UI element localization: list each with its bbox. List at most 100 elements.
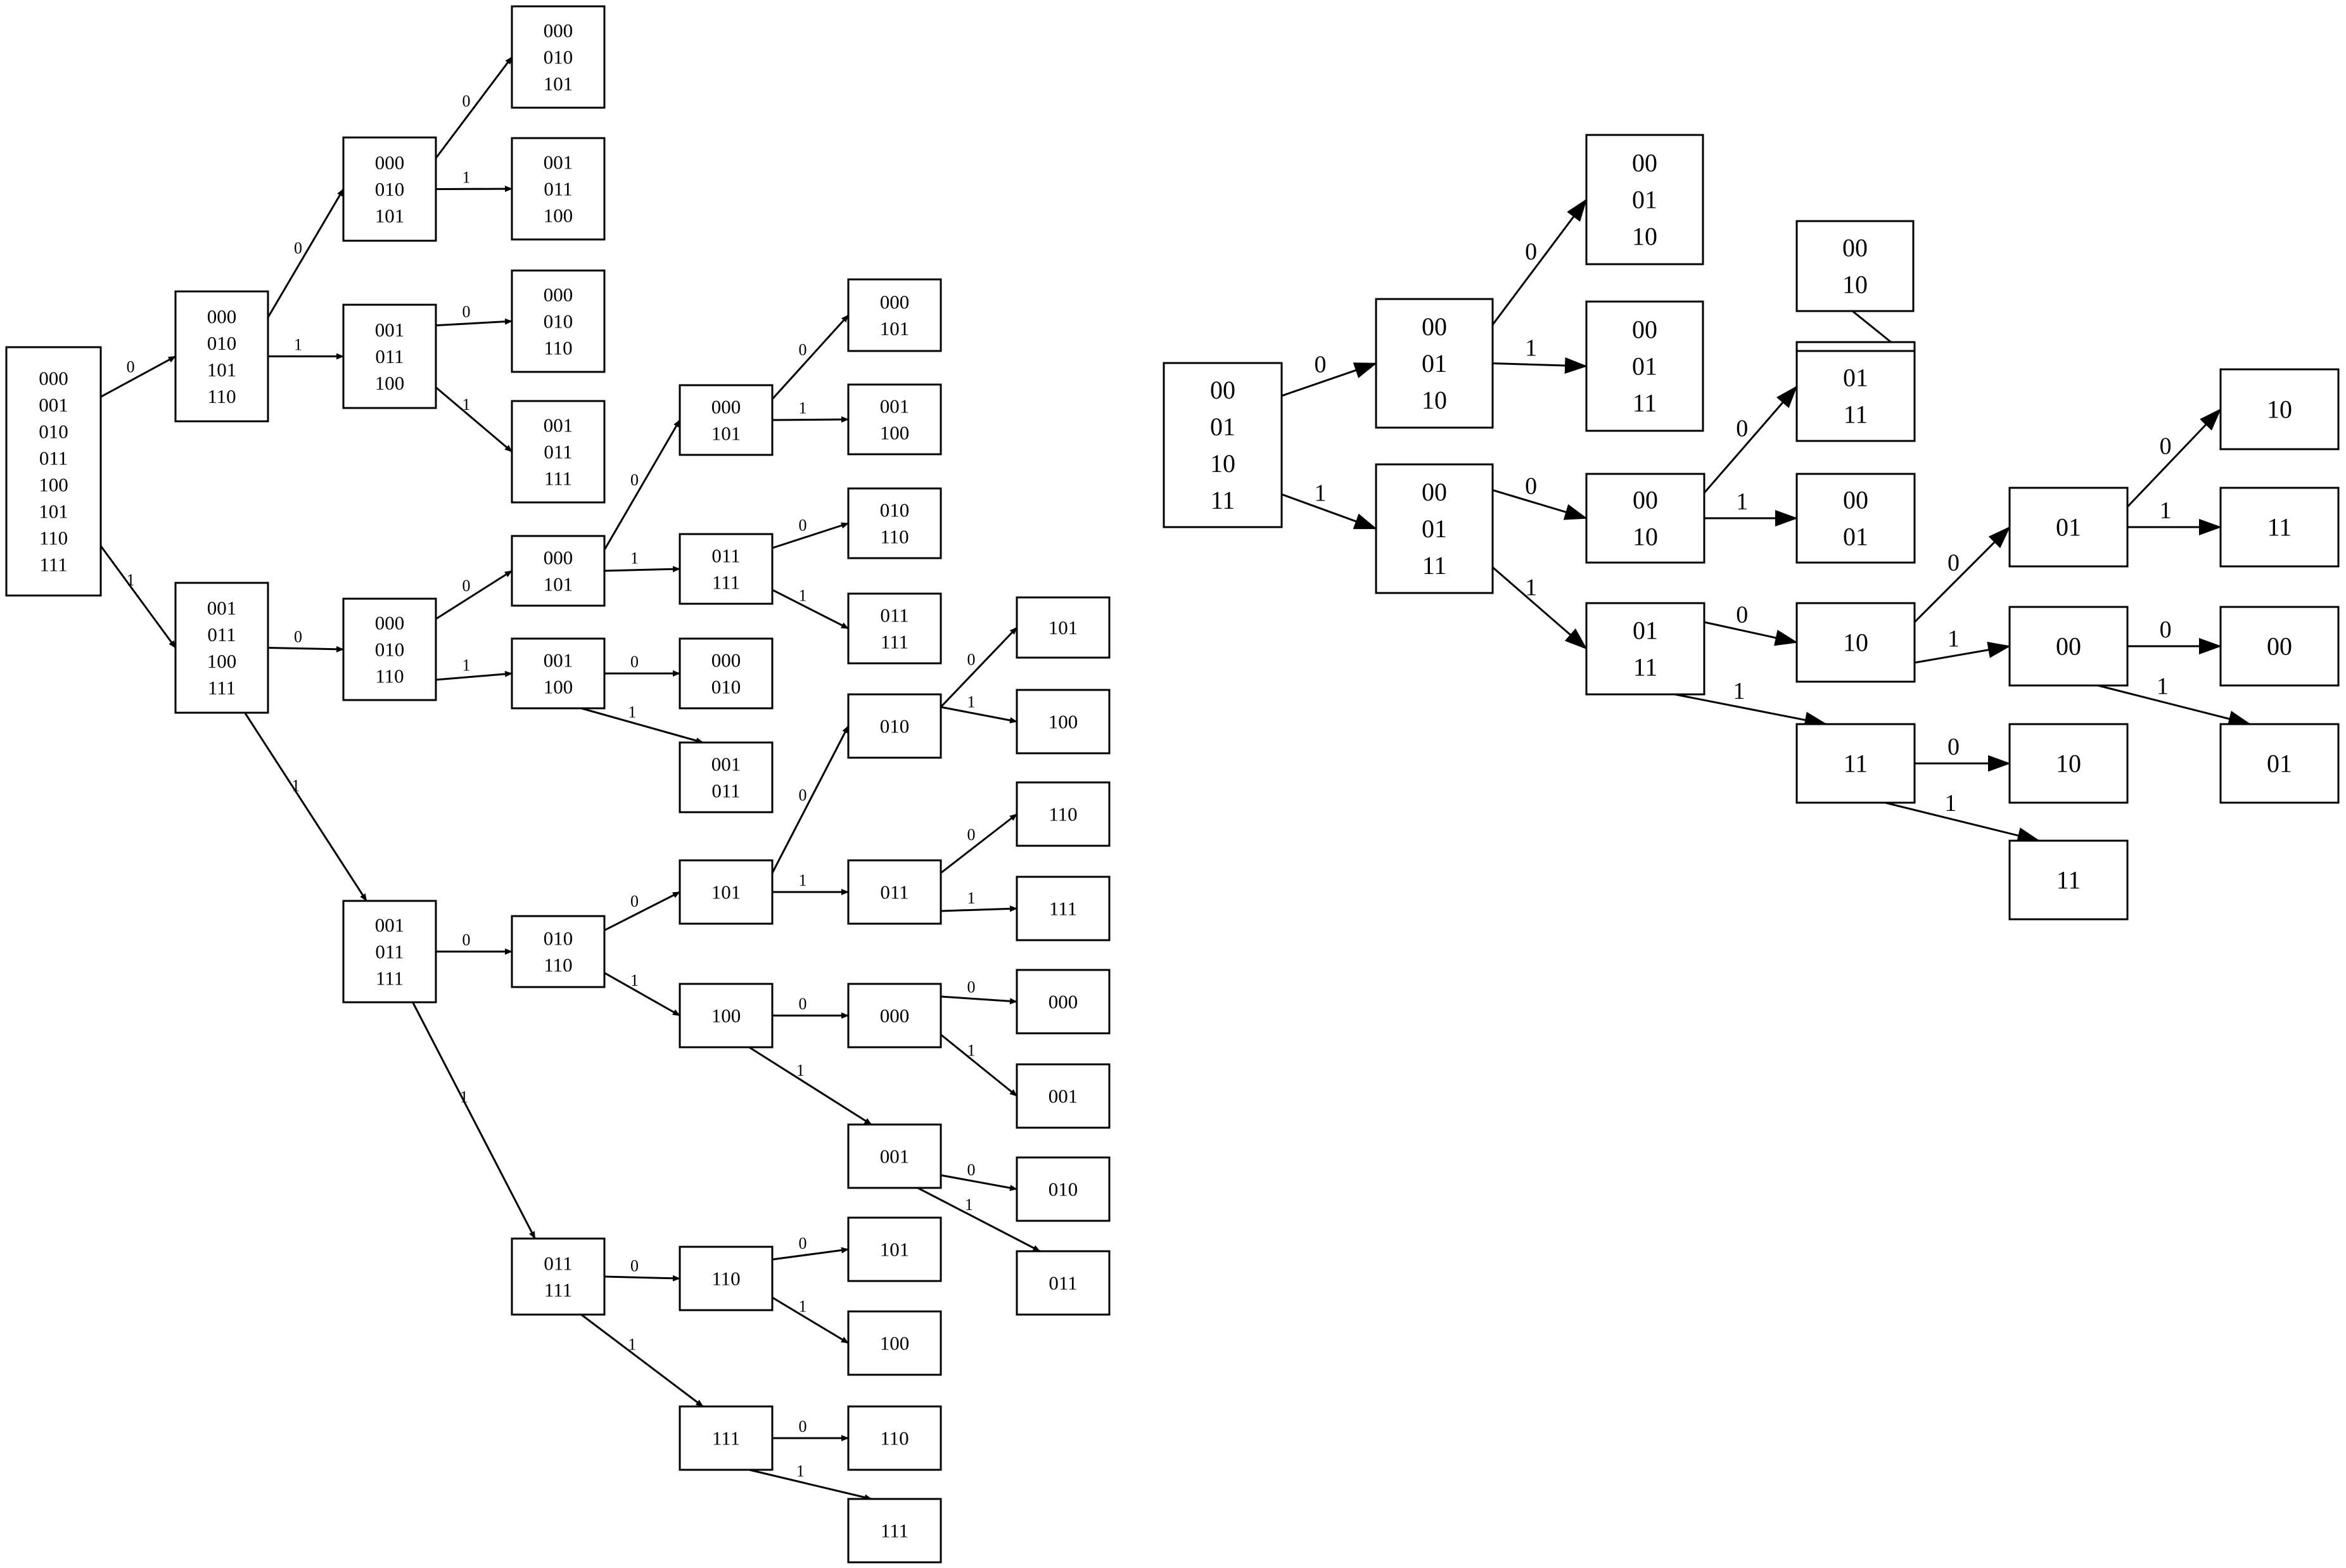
node-label-line: 10 bbox=[2056, 749, 2081, 778]
left-edge-AF2-AH: 1 bbox=[917, 1187, 1041, 1252]
node-box bbox=[1585, 602, 1705, 696]
node-label-line: 100 bbox=[711, 1005, 741, 1027]
edge-label: 0 bbox=[127, 358, 135, 376]
node-box bbox=[342, 303, 437, 409]
right-edge-r2-r6: 1 bbox=[1492, 566, 1588, 650]
node-label-line: 111 bbox=[881, 1520, 908, 1542]
node-label-line: 001 bbox=[711, 753, 741, 775]
edge-line bbox=[267, 646, 344, 653]
left-edge-E-I: 1 bbox=[435, 386, 513, 453]
edge-line bbox=[244, 712, 367, 902]
edge-label: 1 bbox=[1736, 488, 1748, 515]
left-node-AM: 100 bbox=[847, 1310, 942, 1376]
left-edge-L-M1: 0 bbox=[771, 314, 850, 400]
right-edge-r6-r12: 1 bbox=[1674, 678, 1828, 729]
node-label-line: 10 bbox=[1422, 386, 1447, 414]
node-label-line: 00 bbox=[1632, 149, 1657, 177]
edge-line bbox=[771, 314, 850, 400]
node-label-line: 01 bbox=[1632, 352, 1657, 381]
edge-label: 0 bbox=[630, 1256, 639, 1275]
node-box bbox=[1016, 689, 1111, 755]
edge-line bbox=[1492, 357, 1588, 374]
edge-line bbox=[581, 707, 704, 744]
right-node-r15: 10 bbox=[2219, 368, 2340, 450]
edge-line bbox=[1674, 693, 1828, 729]
edge-label: 0 bbox=[1525, 473, 1537, 500]
node-label-line: 010 bbox=[544, 927, 573, 950]
node-label-line: 001 bbox=[207, 597, 237, 619]
left-edge-AL2-Z: 1 bbox=[772, 871, 849, 895]
node-label-line: 100 bbox=[1049, 711, 1078, 733]
right-edge-r14-r19: 0 bbox=[2127, 616, 2222, 654]
right-edge-r5-r8: 1 bbox=[1704, 488, 1798, 526]
node-label-line: 001 bbox=[39, 394, 68, 416]
right-node-r16: 11 bbox=[2219, 487, 2340, 568]
edge-label: 0 bbox=[630, 653, 639, 671]
edge-label: 1 bbox=[967, 889, 976, 907]
left-edge-Q-T: 0 bbox=[604, 653, 680, 677]
edge-line bbox=[412, 1002, 536, 1239]
edge-label: 0 bbox=[799, 786, 807, 805]
left-edge-AK-AO: 1 bbox=[749, 1462, 872, 1501]
edge-line bbox=[435, 386, 513, 453]
left-edge-S-S1: 1 bbox=[772, 586, 849, 630]
edge-label: 0 bbox=[462, 303, 471, 321]
node-label-line: 100 bbox=[375, 372, 405, 394]
edge-line bbox=[1491, 198, 1588, 326]
node-label-line: 00 bbox=[2056, 632, 2081, 661]
edge-line bbox=[435, 670, 513, 681]
edge-label: 1 bbox=[462, 656, 471, 675]
node-label-line: 100 bbox=[39, 474, 68, 496]
node-label-line: 01 bbox=[1632, 186, 1657, 214]
edge-label: 0 bbox=[294, 628, 302, 646]
edge-label: 0 bbox=[967, 651, 976, 669]
node-label-line: 11 bbox=[1633, 389, 1657, 417]
edge-line bbox=[1913, 526, 2011, 623]
edge-label: 1 bbox=[2160, 497, 2172, 524]
right-node-r11: 10 bbox=[1795, 602, 1916, 683]
right-node-r12: 11 bbox=[1795, 723, 1916, 804]
node-label-line: 11 bbox=[1211, 486, 1235, 514]
edge-line bbox=[771, 725, 850, 874]
edge-label: 0 bbox=[462, 92, 471, 110]
edge-label: 1 bbox=[1948, 625, 1960, 652]
left-edge-Y-X: 1 bbox=[940, 692, 1017, 723]
left-edge-B-E: 1 bbox=[268, 336, 344, 360]
node-label-line: 110 bbox=[1049, 803, 1077, 825]
node-label-line: 101 bbox=[544, 73, 573, 95]
edge-line bbox=[772, 589, 849, 630]
left-edge-Y-W: 0 bbox=[940, 627, 1018, 708]
edge-label: 1 bbox=[799, 586, 807, 604]
node-box bbox=[679, 533, 774, 605]
right-edge-r12-r18: 1 bbox=[1885, 790, 2041, 844]
edge-label: 0 bbox=[2160, 433, 2172, 460]
node-box bbox=[2008, 839, 2129, 921]
node-box bbox=[1795, 602, 1916, 683]
edge-label: 0 bbox=[462, 931, 471, 949]
edge-line bbox=[604, 1275, 680, 1282]
node-label-line: 000 bbox=[711, 649, 741, 672]
left-edge-Z-AD: 1 bbox=[940, 889, 1017, 912]
node-label-line: 110 bbox=[39, 527, 68, 549]
node-label-line: 00 bbox=[1843, 486, 1868, 514]
node-box bbox=[174, 290, 269, 423]
node-label-line: 10 bbox=[2267, 395, 2292, 424]
edge-label: 1 bbox=[127, 571, 135, 589]
left-edge-P-L: 0 bbox=[603, 419, 681, 551]
edge-label: 1 bbox=[1525, 574, 1537, 601]
node-box bbox=[847, 278, 942, 352]
node-box bbox=[1163, 362, 1283, 528]
node-label-line: 100 bbox=[207, 650, 237, 672]
left-node-AH: 011 bbox=[1016, 1250, 1111, 1316]
node-box bbox=[2219, 487, 2340, 568]
node-box bbox=[511, 5, 606, 109]
node-box bbox=[1375, 298, 1494, 429]
